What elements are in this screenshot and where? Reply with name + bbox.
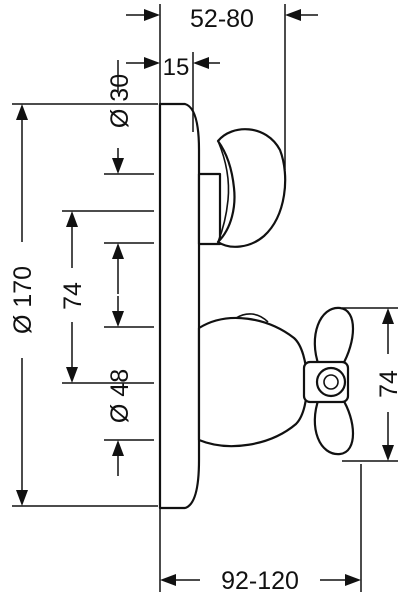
upper-spindle-sleeve [197,172,222,246]
cross-handle [302,306,354,456]
cross-handle-center-disc [315,366,347,398]
right-dimensions: 74 [342,307,403,462]
arrow-48-top [112,243,124,259]
upper-knob-inner-line [217,140,230,243]
top-dimensions: 52-80 15 [126,4,318,170]
dim-plate-diameter: Ø 170 [9,266,37,334]
lower-dome-top-bump [235,313,269,323]
arrow-74-left-bottom [66,367,78,383]
arrow-52-80-right [285,9,301,21]
arrow-15-right [193,57,209,69]
left-dimensions: Ø 170 Ø 30 74 Ø 48 [9,60,158,507]
dim-projection-range: 92-120 [221,567,299,595]
thermostat-mixer-outline [158,102,354,510]
arrow-48-bottom [112,311,124,327]
arrow-74-left-top [66,211,78,227]
arrow-30-down [112,158,124,174]
bottom-dimensions: 92-120 [159,464,362,595]
dim-medium-diameter: Ø 48 [106,369,134,423]
upper-dome-knob [216,128,287,248]
lower-dome-body [197,316,309,448]
arrow-92-120-right [345,574,361,586]
arrow-170-bottom [16,490,28,506]
dim-depth-range: 52-80 [190,5,254,33]
cross-handle-upper-arm [313,306,354,368]
arrow-92-120-left [160,574,176,586]
cross-handle-lower-arm [313,396,354,456]
dim-center-spacing-left: 74 [59,282,87,310]
arrow-48-up [112,440,124,456]
dim-small-diameter: Ø 30 [106,74,134,128]
dim-plate-offset: 15 [163,54,190,81]
dim-center-spacing-right: 74 [375,370,403,398]
arrow-15-left [144,57,160,69]
arrow-170-top [16,104,28,120]
escutcheon-plate [158,102,201,510]
arrow-74-right-bottom [382,445,394,461]
arrow-52-80-left [144,9,160,21]
arrow-74-right-top [382,308,394,324]
cross-handle-center-inner [323,374,339,390]
